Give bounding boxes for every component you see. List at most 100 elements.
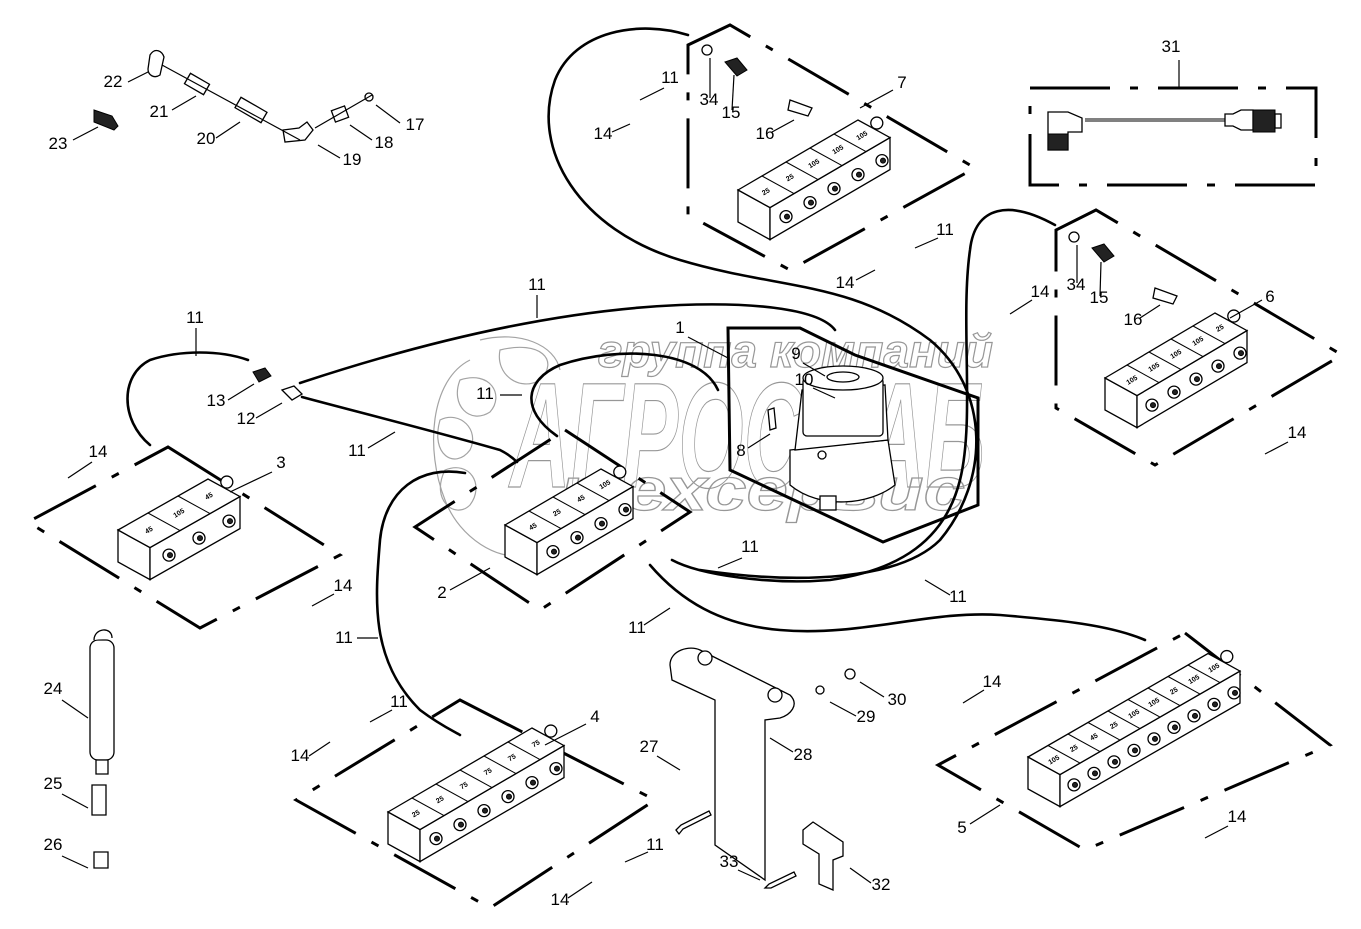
callout-leader-c11g [717, 557, 743, 569]
hose-to-block4 [375, 470, 467, 737]
callout-label-c12: 12 [237, 409, 256, 428]
hose-block7-loop [547, 27, 978, 580]
callout-leader-c4 [544, 723, 587, 746]
callout-leader-c28 [769, 737, 794, 753]
fitting-16b [1152, 287, 1178, 305]
block7-segment-label: 105 [831, 144, 845, 156]
callout-label-c14g: 14 [291, 746, 310, 765]
callout-leader-c15a [731, 74, 735, 111]
elbow-19 [282, 121, 314, 143]
block2-segment-label: 25 [552, 508, 562, 518]
cap-15a [724, 57, 748, 77]
callout-leader-c23 [72, 126, 99, 141]
callout-label-c6: 6 [1265, 287, 1274, 306]
block5-segment-divider [1147, 687, 1181, 707]
block6-segment-label: 105 [1191, 336, 1205, 348]
block6-outlet-bore [1172, 389, 1178, 396]
outline-cable31 [1028, 86, 1318, 187]
callout-leader-c21 [171, 95, 197, 111]
bracket-hole-2 [767, 687, 783, 703]
block2-segment-label: 45 [576, 494, 586, 504]
callout-leader-c19 [317, 144, 341, 159]
block6-segment-label: 105 [1169, 349, 1183, 361]
block5-segment-divider [1067, 733, 1101, 753]
outline-block4 [293, 698, 658, 910]
watermark-leaf-logo [432, 336, 561, 557]
callout-label-c13: 13 [207, 391, 226, 410]
outline-block3 [24, 445, 344, 630]
bolt-27 [675, 810, 712, 836]
callout-label-c15b: 15 [1090, 288, 1109, 307]
reservoir-cap-top [826, 371, 860, 383]
callout-leader-c27 [656, 755, 681, 771]
block7-outlet-bore [880, 157, 886, 164]
callout-label-c14d: 14 [1031, 282, 1050, 301]
callout-label-c21: 21 [150, 102, 169, 121]
callout-label-c11k: 11 [390, 692, 408, 711]
callout-leader-c14a [67, 461, 93, 479]
block5-segment-label: 25 [1069, 744, 1079, 754]
callout-leader-c14d [1009, 299, 1033, 315]
block5-outlet-bore [1072, 781, 1078, 788]
callout-leader-c14g [308, 741, 331, 757]
callout-label-c3: 3 [276, 453, 285, 472]
block2-segment-label: 105 [598, 479, 612, 491]
block4-segment-divider [507, 741, 541, 761]
callout-leader-c6 [1229, 299, 1263, 319]
callout-leader-c11e [639, 87, 665, 101]
block4-outlet-bore [530, 779, 536, 786]
callout-leader-c14i [1204, 825, 1229, 839]
clamp-32 [802, 821, 844, 891]
block4-outlet-bore [434, 835, 440, 842]
callout-leader-c17 [375, 104, 401, 124]
callout-label-c11g: 11 [741, 537, 759, 556]
callout-leader-c11i [643, 607, 671, 626]
callout-label-c5: 5 [957, 818, 966, 837]
watermark-line1: группа компаний [598, 325, 993, 377]
block7-segment-divider [785, 161, 819, 181]
callout-label-c14e: 14 [1288, 423, 1307, 442]
block7-segment-label: 105 [807, 158, 821, 170]
block5-segment-label: 105 [1047, 754, 1061, 766]
callout-leader-c33 [737, 869, 761, 881]
callout-label-c20: 20 [197, 129, 216, 148]
assembly-outlines [24, 23, 1345, 910]
block5-outlet-bore [1212, 701, 1218, 708]
nut-30 [844, 668, 856, 680]
block4-outlet-bore [554, 765, 560, 772]
block5-outlet-bore [1132, 747, 1138, 754]
hose-to-block2 [300, 395, 519, 464]
block7-outlet-bore [784, 213, 790, 220]
block4-outlet-bore [506, 793, 512, 800]
block6-outlet-bore [1194, 376, 1200, 383]
callout-label-c14i: 14 [1228, 807, 1247, 826]
block5-outlet-bore [1092, 770, 1098, 777]
block2-segment-label: 45 [528, 522, 538, 532]
callout-leader-c25 [61, 793, 89, 809]
lube-pump [767, 365, 896, 511]
callout-label-c31: 31 [1162, 37, 1181, 56]
callout-label-c8: 8 [736, 441, 745, 460]
callout-leader-c10 [812, 387, 836, 399]
block3-outlet-bore [197, 535, 203, 542]
callout-leader-c29 [829, 701, 857, 717]
block5-outlet-bore [1112, 758, 1118, 765]
callout-label-c24: 24 [44, 679, 63, 698]
block5-segment-label: 105 [1207, 662, 1221, 674]
block4-segment-label: 25 [435, 795, 445, 805]
callout-leader-c32 [849, 867, 872, 884]
block6-outlet-bore [1216, 363, 1222, 370]
grease-gun-barrel [89, 639, 115, 761]
callout-leader-c20 [215, 121, 241, 139]
block2-outlet-bore [623, 506, 629, 513]
block5-segment-divider [1187, 664, 1221, 684]
callout-label-c14j: 14 [551, 890, 570, 909]
callout-leader-c2 [449, 567, 491, 591]
outline-block5 [934, 631, 1333, 852]
bracket-28 [669, 647, 795, 882]
callout-label-c1: 1 [675, 318, 684, 337]
fitting-axis-line-2 [314, 94, 373, 129]
block5-segment-divider [1047, 745, 1081, 764]
